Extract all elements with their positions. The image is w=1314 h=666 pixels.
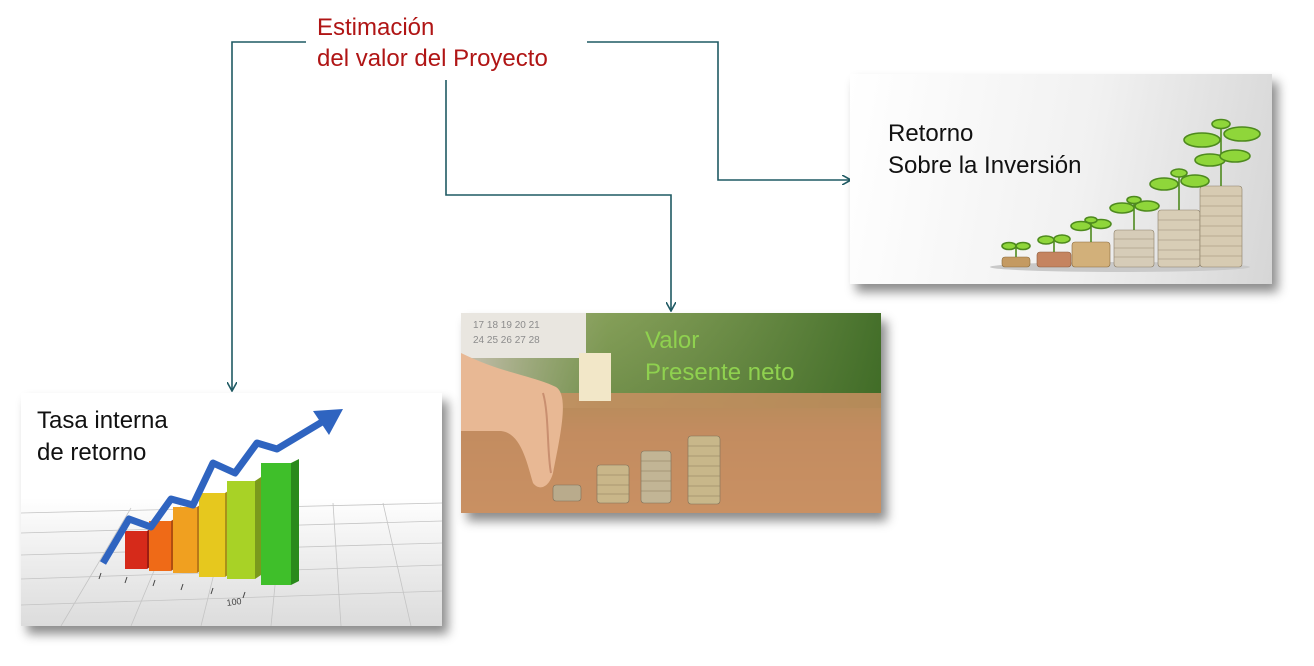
coin-stack bbox=[1071, 241, 1111, 268]
calendar bbox=[461, 313, 586, 358]
sprout-icon bbox=[1001, 118, 1261, 257]
bar bbox=[199, 493, 225, 577]
npv-label-line-1: Valor bbox=[645, 327, 700, 354]
coin-stack bbox=[1113, 229, 1155, 268]
roi-label-line-1: Retorno bbox=[888, 120, 974, 147]
svg-text:24 25 26 27 28: 24 25 26 27 28 bbox=[473, 335, 540, 346]
diagram-title: Estimación del valor del Proyecto bbox=[317, 12, 548, 74]
npv-card: 17 18 19 20 21 24 25 26 27 28 Valor Pres… bbox=[461, 313, 881, 513]
arrow-to-npv bbox=[445, 80, 671, 310]
coin-stack bbox=[596, 464, 630, 504]
trend-arrow bbox=[99, 415, 329, 565]
bar bbox=[149, 521, 171, 571]
npv-label-line-2: Presente neto bbox=[645, 359, 795, 386]
svg-text:17 18 19 20 21: 17 18 19 20 21 bbox=[473, 320, 540, 331]
irr-label: Tasa interna de retorno bbox=[37, 405, 168, 469]
coin-stack bbox=[1157, 209, 1201, 268]
roi-label: Retorno Sobre la Inversión bbox=[888, 118, 1081, 182]
irr-label-line-2: de retorno bbox=[37, 439, 147, 466]
bar bbox=[173, 507, 197, 573]
title-line-1: Estimación bbox=[317, 14, 435, 41]
coin-plants-illustration bbox=[990, 118, 1261, 272]
growth-bar-chart-illustration: 100 bbox=[21, 409, 442, 626]
npv-label: Valor Presente neto bbox=[645, 325, 794, 389]
trend-arrowhead bbox=[313, 409, 343, 435]
coin-stack bbox=[687, 435, 721, 505]
coin-stack bbox=[1036, 251, 1072, 268]
roi-card: Retorno Sobre la Inversión bbox=[850, 74, 1272, 284]
irr-label-line-1: Tasa interna bbox=[37, 407, 168, 434]
roi-label-line-2: Sobre la Inversión bbox=[888, 152, 1082, 179]
bar bbox=[125, 531, 147, 569]
coin-stack bbox=[552, 484, 582, 502]
house-model bbox=[579, 353, 611, 401]
coin-stack bbox=[640, 450, 672, 504]
bar bbox=[227, 481, 255, 579]
hand bbox=[461, 353, 563, 488]
axis-tick-label: 100 bbox=[226, 596, 242, 608]
title-line-2: del valor del Proyecto bbox=[317, 45, 548, 72]
irr-card: 100 Tasa interna de retorno bbox=[21, 393, 442, 626]
bar bbox=[261, 463, 291, 585]
coin-stack bbox=[1199, 185, 1243, 268]
arrow-to-irr bbox=[232, 41, 306, 390]
coins-hand-photo: 17 18 19 20 21 24 25 26 27 28 bbox=[461, 313, 881, 513]
coin-stack bbox=[1001, 256, 1031, 268]
arrow-to-roi bbox=[587, 41, 850, 180]
